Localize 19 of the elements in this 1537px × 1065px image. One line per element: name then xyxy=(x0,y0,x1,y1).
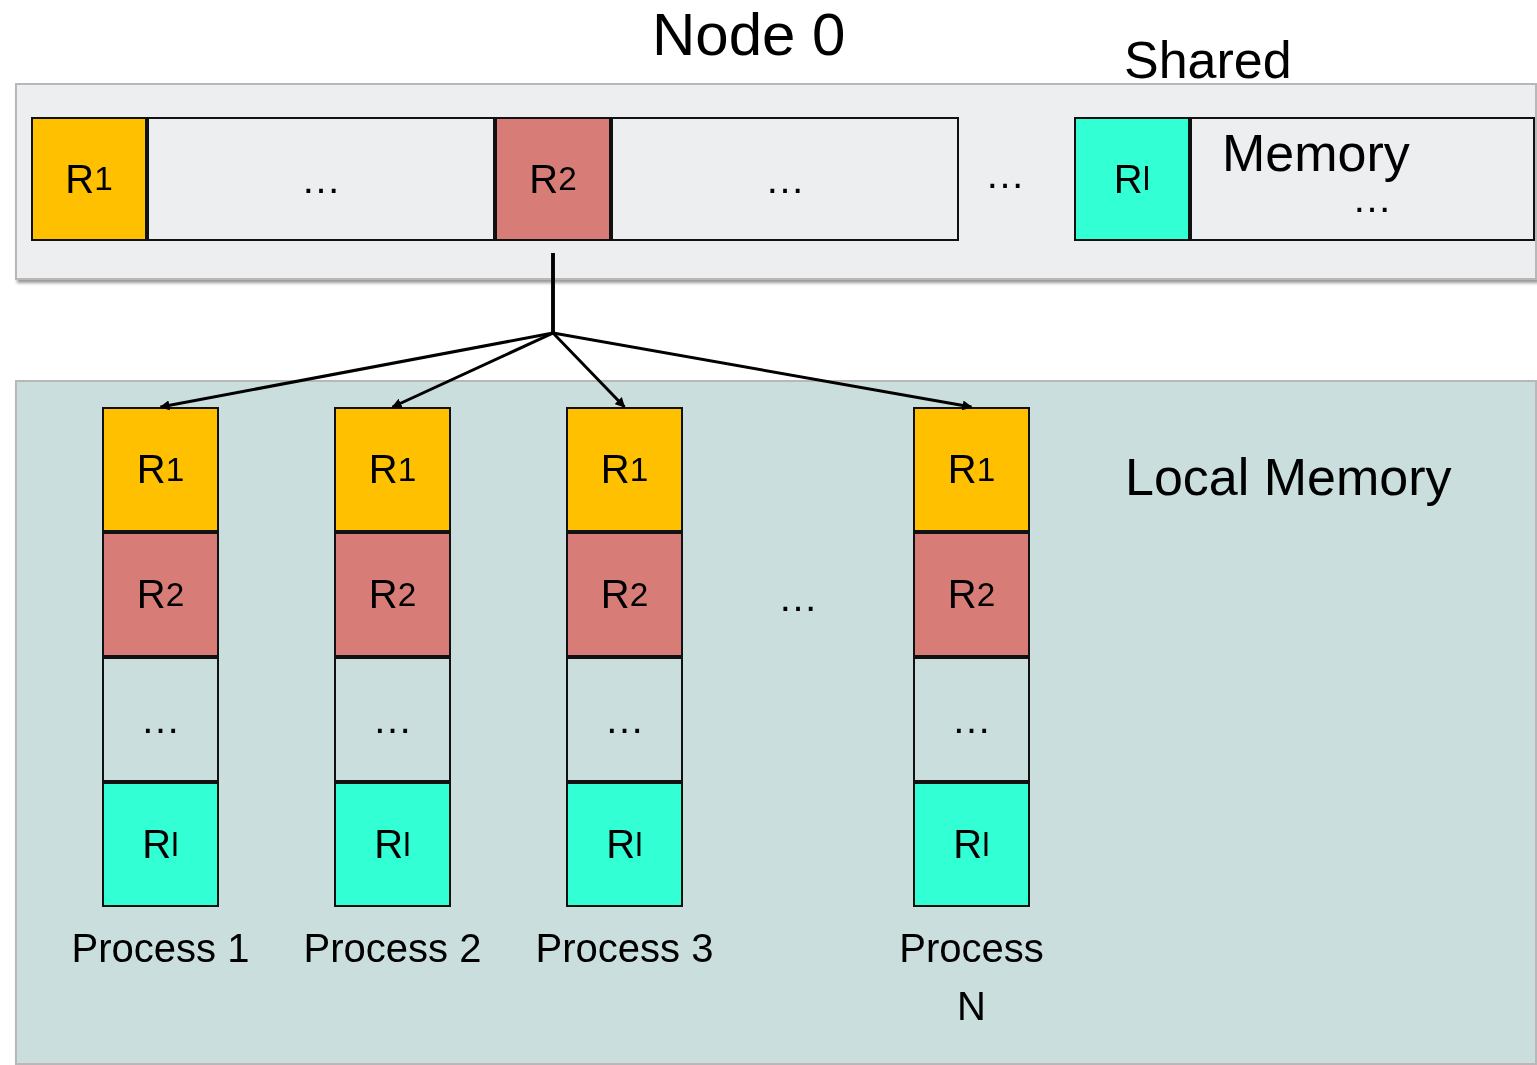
process-label: Process 3 xyxy=(534,925,715,972)
ellipsis-label: … xyxy=(778,575,818,620)
memory-cell: … xyxy=(913,657,1030,782)
memory-cell: … xyxy=(566,657,683,782)
ellipsis-label: … xyxy=(985,152,1025,197)
panel-heading: Memory xyxy=(1222,123,1410,183)
process-label: Process N xyxy=(898,925,1045,1030)
panel-heading: Local Memory xyxy=(1125,447,1452,507)
memory-cell: … xyxy=(147,117,495,241)
ellipsis-label: … xyxy=(1352,183,1392,213)
memory-cell xyxy=(1190,117,1535,241)
panel-heading: Shared xyxy=(1124,30,1292,90)
diagram-title: Node 0 xyxy=(652,0,846,69)
memory-panel xyxy=(15,380,1537,1065)
memory-cell: … xyxy=(102,657,219,782)
process-label: Process 2 xyxy=(302,925,483,972)
process-label: Process 1 xyxy=(70,925,251,972)
memory-cell: … xyxy=(611,117,959,241)
memory-cell: … xyxy=(334,657,451,782)
